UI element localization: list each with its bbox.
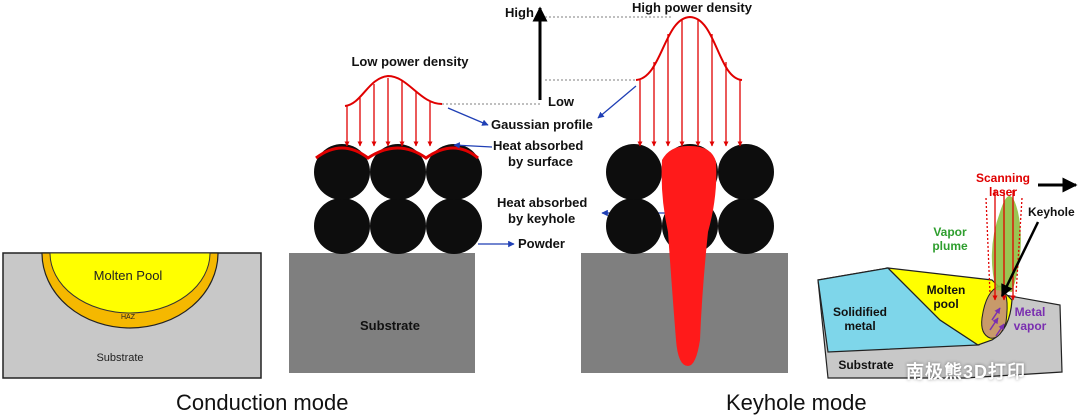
keyhole-mode-label: Keyhole mode bbox=[726, 390, 867, 415]
heat-surface-label-line1: Heat absorbed bbox=[493, 138, 583, 153]
vapor-plume-label-line2: plume bbox=[932, 239, 968, 253]
low-laser-arrows bbox=[344, 78, 433, 147]
metal-vapor-label-line2: vapor bbox=[1014, 319, 1047, 333]
heat-keyhole-label-line2: by keyhole bbox=[508, 211, 575, 226]
substrate-label-left: Substrate bbox=[96, 352, 143, 364]
low-gaussian-curve bbox=[344, 74, 443, 107]
powder-label: Powder bbox=[518, 236, 565, 251]
haz-label: HAZ bbox=[121, 314, 136, 321]
power-scale: High Low bbox=[442, 5, 672, 109]
low-power-density-label: Low power density bbox=[351, 54, 469, 69]
conduction-powder-bed: Substrate Low power density bbox=[289, 54, 482, 373]
high-laser-arrows bbox=[637, 20, 743, 147]
gaussian-profile-label: Gaussian profile bbox=[491, 117, 593, 132]
scanning-illustration: Scanning laser Keyhole Vapor plume Molte… bbox=[817, 171, 1078, 379]
surface-heat-line bbox=[315, 146, 479, 160]
molten-pool-label: Molten Pool bbox=[94, 268, 163, 283]
powder-particle bbox=[370, 144, 426, 200]
gaussian-arrow-left bbox=[447, 107, 489, 126]
powder-particle bbox=[370, 198, 426, 254]
vapor-plume bbox=[991, 196, 1021, 292]
powder-particle bbox=[606, 198, 662, 254]
keyhole-label: Keyhole bbox=[1028, 205, 1075, 219]
conduction-mode-label: Conduction mode bbox=[176, 390, 349, 415]
molten-pool-region bbox=[49, 252, 211, 314]
heat-surface-label-line2: by surface bbox=[508, 154, 573, 169]
keyhole-melt-channel bbox=[661, 145, 717, 366]
solidified-metal-label-line2: metal bbox=[844, 319, 875, 333]
scanning-laser-label-line1: Scanning bbox=[976, 171, 1030, 185]
conduction-substrate-center bbox=[289, 253, 475, 373]
scanning-laser-label-line2: laser bbox=[989, 185, 1017, 199]
substrate-center-label: Substrate bbox=[360, 318, 420, 333]
high-power-density-label: High power density bbox=[632, 0, 753, 15]
molten-pool-3d-label-line1: Molten bbox=[927, 283, 966, 297]
powder-particle bbox=[718, 198, 774, 254]
gaussian-arrow-right bbox=[597, 85, 637, 119]
heat-surface-arrow bbox=[453, 142, 493, 149]
molten-pool-3d-label-line2: pool bbox=[933, 297, 958, 311]
powder-particle bbox=[606, 144, 662, 200]
scanning-laser-beams bbox=[985, 190, 1023, 301]
high-label: High bbox=[505, 5, 534, 20]
powder-particle bbox=[426, 198, 482, 254]
metal-vapor-arrows bbox=[989, 307, 1005, 337]
substrate-3d-label: Substrate bbox=[838, 358, 894, 372]
heat-keyhole-label-line1: Heat absorbed bbox=[497, 195, 587, 210]
powder-particle bbox=[426, 144, 482, 200]
powder-particle bbox=[718, 144, 774, 200]
solidified-metal-label-line1: Solidified bbox=[833, 305, 887, 319]
vapor-plume-label-line1: Vapor bbox=[933, 225, 967, 239]
keyhole-powder-bed: High power density bbox=[581, 0, 788, 373]
conduction-cross-section: Molten Pool HAZ Substrate bbox=[2, 252, 262, 379]
keyhole-pointer-arrow bbox=[1000, 221, 1040, 298]
metal-vapor-label-line1: Metal bbox=[1015, 305, 1046, 319]
powder-particle bbox=[314, 144, 370, 200]
watermark-logo: 南极熊3D打印 bbox=[906, 362, 1027, 382]
powder-particle bbox=[314, 198, 370, 254]
low-label: Low bbox=[548, 94, 575, 109]
